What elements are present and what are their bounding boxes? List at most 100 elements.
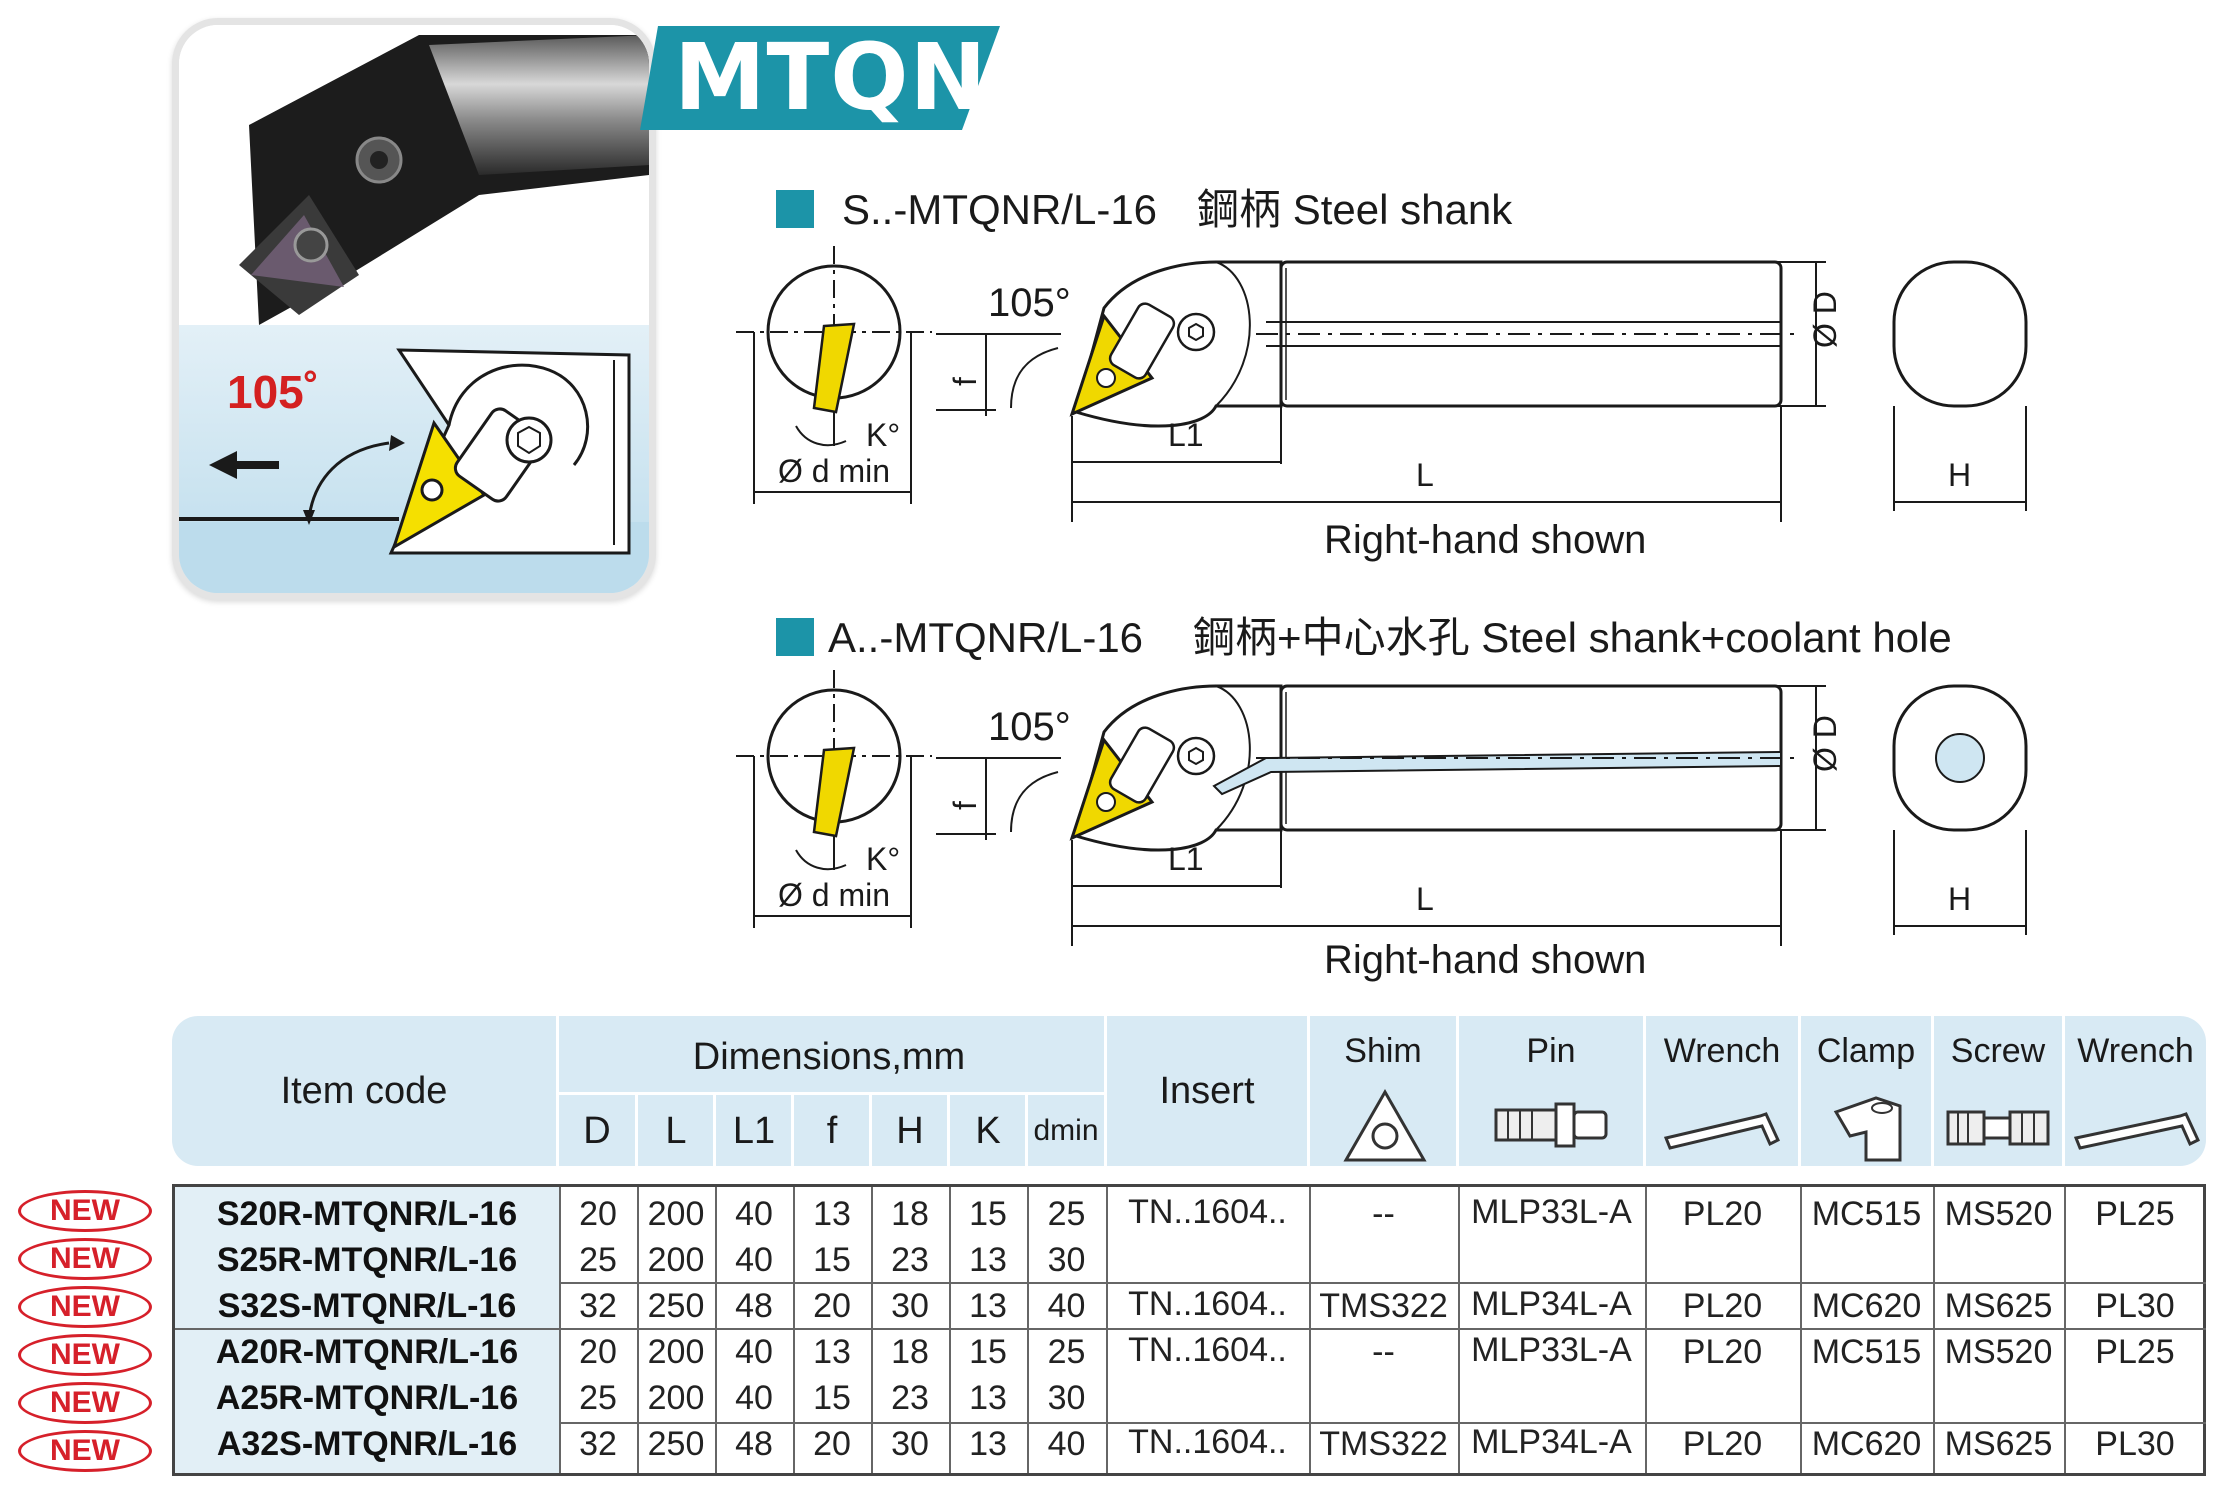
col-divider bbox=[1106, 1187, 1108, 1473]
cell-f: 15 bbox=[813, 1240, 851, 1279]
cell-pin: MLP34L-A bbox=[1471, 1422, 1632, 1461]
header-divider bbox=[559, 1092, 1104, 1095]
header-wrench-2: Wrench bbox=[2077, 1031, 2194, 1070]
page-title: MTQN bbox=[674, 24, 988, 131]
cell-wrench-2: PL25 bbox=[2095, 1194, 2175, 1233]
col-divider bbox=[949, 1187, 951, 1473]
cell-wrench-1: PL20 bbox=[1682, 1424, 1763, 1463]
header-divider bbox=[635, 1094, 638, 1166]
new-badge: NEW bbox=[18, 1430, 152, 1472]
side-view: 105° f bbox=[936, 684, 1826, 946]
cell-wrench-1: PL20 bbox=[1682, 1286, 1763, 1325]
kappa-label: K° bbox=[866, 841, 900, 877]
header-divider bbox=[791, 1094, 794, 1166]
wrench-icon bbox=[1663, 1112, 1780, 1150]
col-divider bbox=[2064, 1187, 2066, 1473]
side-view: 105° f bbox=[936, 260, 1826, 522]
cell-screw: MS625 bbox=[1944, 1286, 2053, 1325]
drawing-steel-shank: K° Ø d min 105° f L1 L Ø D bbox=[736, 246, 2028, 522]
cell-L: 200 bbox=[647, 1240, 705, 1279]
cell-insert: TN..1604.. bbox=[1128, 1284, 1287, 1323]
screw-icon bbox=[1946, 1110, 2050, 1146]
row-item-code: S20R-MTQNR/L-16 bbox=[216, 1194, 518, 1233]
header-shim: Shim bbox=[1344, 1031, 1422, 1070]
cell-wrench-1: PL20 bbox=[1682, 1332, 1763, 1371]
header-dim-H: H bbox=[896, 1109, 924, 1152]
cell-H: 30 bbox=[891, 1424, 929, 1463]
end-view-insert bbox=[736, 246, 932, 504]
pin-icon bbox=[1494, 1102, 1608, 1148]
angle-label: 105° bbox=[988, 281, 1071, 325]
end-view-shank-coolant bbox=[1892, 684, 2028, 935]
cell-L: 200 bbox=[647, 1378, 705, 1417]
f-label: f bbox=[947, 377, 983, 386]
cell-pin: MLP33L-A bbox=[1471, 1330, 1632, 1369]
cell-wrench-1: PL20 bbox=[1682, 1194, 1763, 1233]
cell-pin: MLP34L-A bbox=[1471, 1284, 1632, 1323]
cell-D: 32 bbox=[579, 1286, 617, 1325]
L1-label: L1 bbox=[1168, 417, 1204, 453]
cell-D: 20 bbox=[579, 1332, 617, 1371]
cell-screw: MS520 bbox=[1944, 1194, 2053, 1233]
header-item-code: Item code bbox=[280, 1069, 448, 1112]
hero-angle-label: 105˚ bbox=[227, 366, 320, 418]
cell-dmin: 40 bbox=[1047, 1424, 1086, 1463]
header-divider bbox=[947, 1094, 950, 1166]
header-divider bbox=[713, 1094, 716, 1166]
section-marker bbox=[776, 618, 814, 656]
header-clamp: Clamp bbox=[1816, 1031, 1916, 1070]
kappa-label: K° bbox=[866, 417, 900, 453]
cell-D: 25 bbox=[579, 1378, 617, 1417]
angle-label: 105° bbox=[988, 705, 1071, 749]
cell-L: 250 bbox=[647, 1286, 705, 1325]
cell-L1: 48 bbox=[735, 1286, 773, 1325]
row-item-code: A25R-MTQNR/L-16 bbox=[215, 1378, 519, 1417]
cell-insert: TN..1604.. bbox=[1128, 1192, 1287, 1231]
cell-clamp: MC620 bbox=[1811, 1424, 1922, 1463]
cell-L1: 48 bbox=[735, 1424, 773, 1463]
new-badge: NEW bbox=[18, 1238, 152, 1280]
cell-L: 250 bbox=[647, 1424, 705, 1463]
cell-clamp: MC515 bbox=[1811, 1332, 1922, 1371]
cell-dmin: 25 bbox=[1047, 1332, 1086, 1371]
row-divider bbox=[175, 1328, 559, 1330]
L-label: L bbox=[1416, 881, 1434, 917]
cell-L1: 40 bbox=[735, 1240, 773, 1279]
cell-H: 18 bbox=[891, 1332, 929, 1371]
row-divider bbox=[559, 1282, 2206, 1284]
row-item-code: A20R-MTQNR/L-16 bbox=[215, 1332, 519, 1371]
header-divider bbox=[1643, 1016, 1646, 1166]
cell-K: 13 bbox=[969, 1378, 1007, 1417]
row-divider bbox=[559, 1328, 2206, 1330]
col-divider bbox=[1309, 1187, 1311, 1473]
cell-screw: MS520 bbox=[1944, 1332, 2053, 1371]
cell-shim: -- bbox=[1372, 1194, 1395, 1233]
dmin-label: Ø d min bbox=[778, 453, 890, 489]
cell-H: 23 bbox=[891, 1378, 929, 1417]
new-badge: NEW bbox=[18, 1334, 152, 1376]
header-divider bbox=[556, 1016, 559, 1166]
cell-insert: TN..1604.. bbox=[1128, 1330, 1287, 1369]
cell-shim: -- bbox=[1372, 1332, 1395, 1371]
H-label: H bbox=[1948, 457, 1971, 493]
cell-f: 13 bbox=[813, 1194, 851, 1233]
header-dim-f: f bbox=[826, 1109, 838, 1152]
cell-L: 200 bbox=[647, 1332, 705, 1371]
cell-clamp: MC620 bbox=[1811, 1286, 1922, 1325]
cell-f: 20 bbox=[813, 1424, 851, 1463]
shim-icon bbox=[1343, 1088, 1427, 1162]
cell-pin: MLP33L-A bbox=[1471, 1192, 1632, 1231]
header-dim-L: L bbox=[665, 1109, 687, 1152]
header-divider bbox=[1798, 1016, 1801, 1166]
caption-right-hand-2: Right-hand shown bbox=[1324, 938, 1647, 982]
new-badge: NEW bbox=[18, 1382, 152, 1424]
cell-shim: TMS322 bbox=[1319, 1424, 1448, 1463]
cell-f: 15 bbox=[813, 1378, 851, 1417]
section-description: 鋼柄+中心水孔 Steel shank+coolant hole bbox=[1193, 614, 1952, 661]
clamp-icon bbox=[1833, 1096, 1902, 1162]
cell-L1: 40 bbox=[735, 1378, 773, 1417]
row-divider bbox=[559, 1422, 2206, 1424]
H-label: H bbox=[1948, 881, 1971, 917]
end-view-shank bbox=[1892, 260, 2028, 511]
header-divider bbox=[2062, 1016, 2065, 1166]
